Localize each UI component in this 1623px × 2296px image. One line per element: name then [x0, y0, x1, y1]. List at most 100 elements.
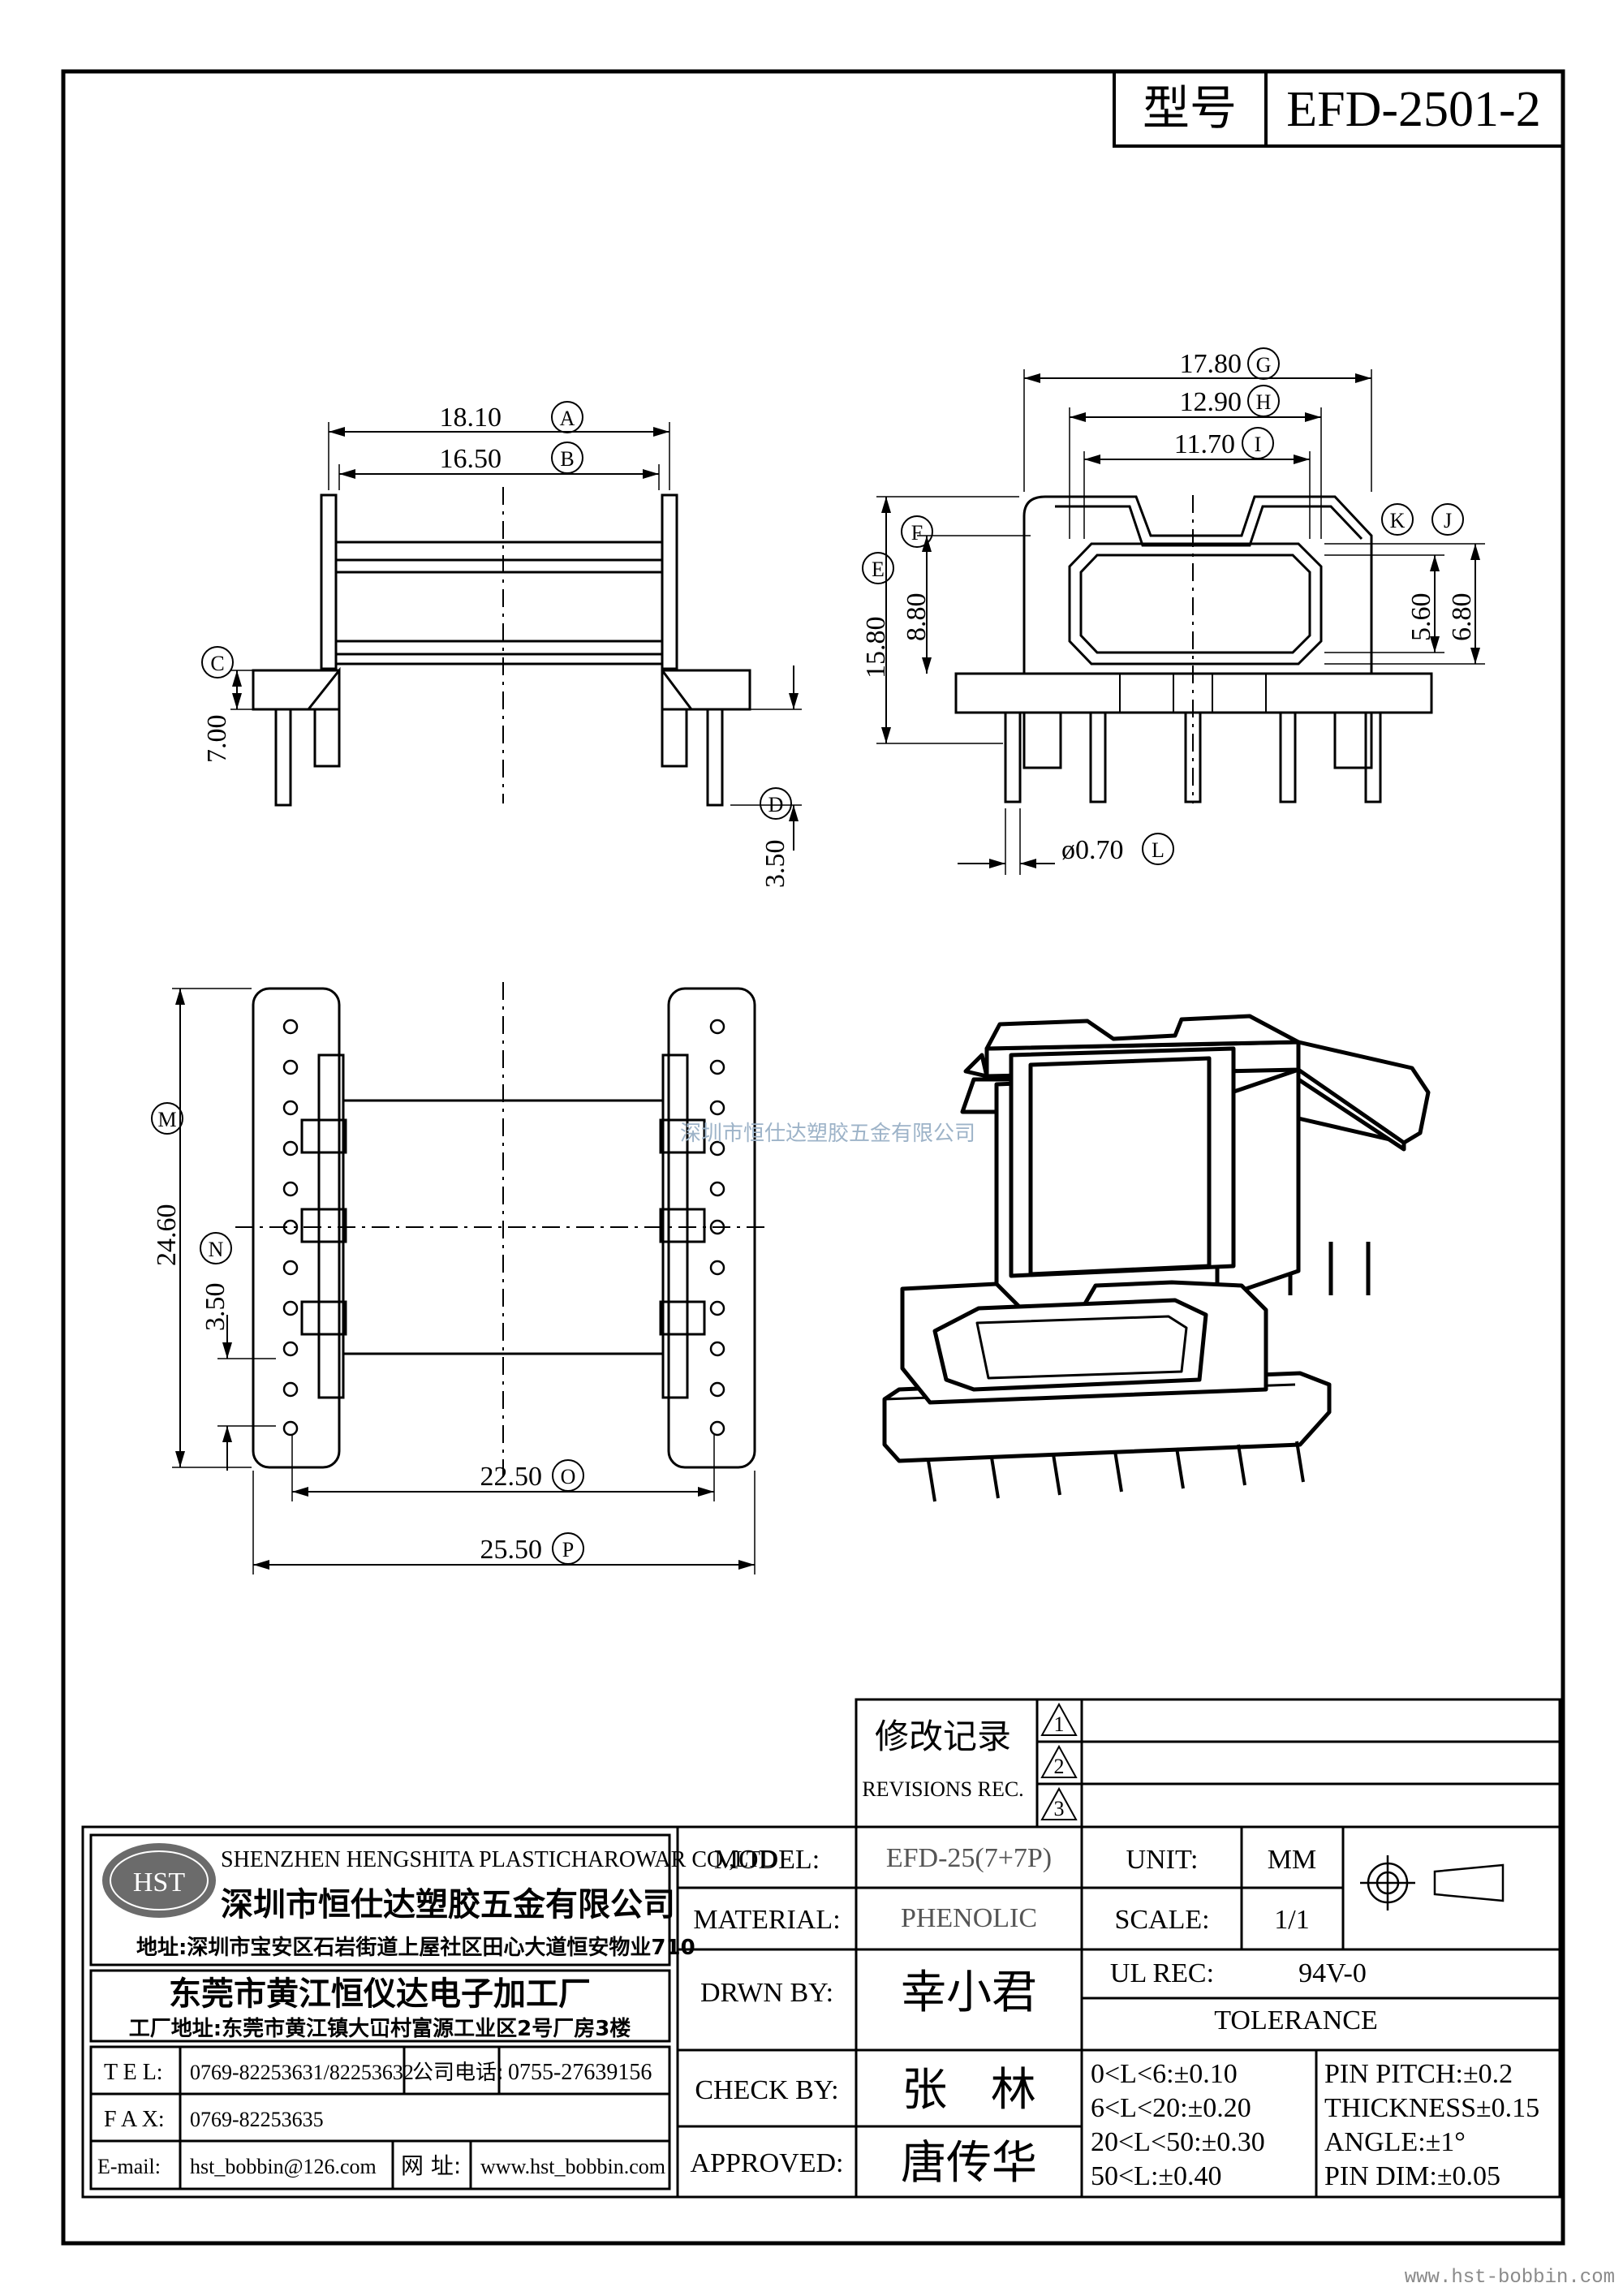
dim-e-letter: E [872, 558, 885, 581]
office-phone-value: 0755-27639156 [508, 2060, 652, 2085]
factory-address: 工厂地址:东莞市黄江镇大冚村富源工业区2号厂房3楼 [129, 2016, 631, 2041]
dim-f-letter: F [911, 521, 923, 545]
logo-text: HST [133, 1867, 185, 1898]
front-view [230, 422, 802, 851]
dim-i-marker [1242, 427, 1274, 459]
top-view [172, 982, 771, 1574]
dim-p-marker [552, 1532, 584, 1565]
dim-n-marker [200, 1232, 232, 1264]
dim-b-letter: B [560, 447, 574, 471]
dim-k-marker [1381, 503, 1414, 536]
ul-rec-value: 94V-0 [1298, 1958, 1367, 1988]
dim-l-marker [1142, 833, 1174, 865]
dim-j-marker [1431, 503, 1464, 536]
website-value: www.hst_bobbin.com [480, 2155, 665, 2178]
dim-o-letter: O [561, 1465, 576, 1488]
dim-j-letter: J [1444, 509, 1452, 532]
dim-c-value: 7.00 [202, 715, 232, 764]
title-block-grid [81, 1825, 1561, 2199]
dim-f-value: 8.80 [902, 593, 932, 642]
revisions-subtitle: REVISIONS REC. [862, 1777, 1023, 1801]
dim-o-marker [552, 1459, 584, 1492]
dim-b-value: 16.50 [440, 444, 502, 474]
dim-h-marker [1247, 385, 1280, 417]
dim-l-value: ø0.70 [1061, 835, 1124, 865]
dim-h-letter: H [1256, 390, 1272, 414]
dim-k-letter: K [1390, 509, 1406, 532]
model-code: EFD-2501-2 [1286, 82, 1540, 137]
front-view-dims: 18.10 A 16.50 B C 7.00 D 3.50 [201, 401, 792, 889]
dim-g-letter: G [1256, 353, 1272, 377]
dim-l-letter: L [1152, 838, 1165, 862]
dim-o-value: 22.50 [480, 1462, 543, 1492]
dim-c-letter: C [210, 652, 224, 675]
unit-value: MM [1268, 1845, 1316, 1875]
website-label: 网 址: [401, 2152, 461, 2179]
check-by-label: CHECK BY: [695, 2075, 838, 2105]
spec-pin-dim: PIN DIM:±0.05 [1324, 2161, 1500, 2191]
dim-a-value: 18.10 [440, 403, 502, 433]
top-view-dims: M 24.60 N 3.50 22.50 O 25.50 P [151, 1102, 584, 1565]
dim-j-value: 6.80 [1447, 593, 1477, 642]
tolerance-row-2: 6<L<20:±0.20 [1091, 2093, 1251, 2123]
model-field-label: MODEL: [714, 1845, 820, 1875]
model-label: 型号 [1143, 80, 1237, 136]
email-label: E-mail: [97, 2155, 161, 2178]
factory-name: 东莞市黄江恒仪达电子加工厂 [169, 1975, 591, 2013]
dim-n-letter: N [209, 1238, 224, 1261]
sheet-border [61, 69, 1565, 2246]
model-number-box: 型号 EFD-2501-2 [1113, 70, 1565, 148]
office-phone-label: 公司电话: [412, 2061, 504, 2085]
email-value: hst_bobbin@126.com [190, 2155, 377, 2178]
drawn-by-value: 幸小君 [901, 1966, 1037, 2019]
tel-label: T E L: [104, 2060, 163, 2085]
tolerance-row-1: 0<L<6:±0.10 [1091, 2059, 1238, 2089]
revision-mark-2: 2 [1054, 1755, 1065, 1778]
company-address: 地址:深圳市宝安区石岩街道上屋社区田心大道恒安物业710 [136, 1935, 695, 1960]
tolerance-row-3: 20<L<50:±0.30 [1091, 2127, 1265, 2157]
dim-k-value: 5.60 [1406, 593, 1436, 642]
check-by-value: 张 林 [902, 2064, 1035, 2117]
dim-f-marker [901, 515, 933, 548]
dim-c-marker [201, 646, 234, 678]
dim-p-letter: P [562, 1538, 574, 1562]
dim-n-value: 3.50 [200, 1283, 230, 1332]
revisions-text: 修改记录 REVISIONS REC. 1 2 3 [862, 1712, 1064, 1820]
dim-d-letter: D [768, 793, 784, 816]
spec-angle: ANGLE:±1° [1324, 2127, 1466, 2157]
fax-label: F A X: [104, 2107, 165, 2132]
dim-g-marker [1247, 347, 1280, 380]
dim-d-marker [760, 787, 792, 820]
company-info: SHENZHEN HENGSHITA PLASTICHAROWAR CO.,LT… [97, 1847, 777, 2179]
approved-label: APPROVED: [691, 2148, 844, 2178]
side-view-dims: 17.80 G 12.90 H 11.70 I E 15.80 F 8.80 K… [861, 347, 1477, 865]
company-name-cn: 深圳市恒仕达塑胶五金有限公司 [221, 1886, 675, 1923]
dim-p-value: 25.50 [480, 1535, 543, 1565]
dim-a-marker [551, 401, 583, 433]
side-view [876, 369, 1485, 875]
approved-value: 唐传华 [901, 2137, 1037, 2190]
tolerance-row-4: 50<L:±0.40 [1091, 2161, 1222, 2191]
dim-i-letter: I [1255, 433, 1262, 456]
dim-g-value: 17.80 [1180, 349, 1242, 379]
unit-label: UNIT: [1126, 1845, 1199, 1875]
watermark-text: 深圳市恒仕达塑胶五金有限公司 [680, 1122, 975, 1146]
spec-thickness: THICKNESS±0.15 [1324, 2093, 1539, 2123]
footer-url: www.hst-bobbin.com [1405, 2267, 1615, 2289]
top-view-pin-holes [282, 1019, 725, 1437]
dim-d-value: 3.50 [760, 840, 790, 889]
dim-m-value: 24.60 [152, 1204, 182, 1267]
company-logo: HST [102, 1843, 216, 1918]
revision-mark-1: 1 [1054, 1712, 1065, 1736]
revisions-title: 修改记录 [875, 1717, 1011, 1756]
company-name-en: SHENZHEN HENGSHITA PLASTICHAROWAR CO.,LT… [221, 1847, 777, 1872]
tel-value: 0769-82253631/82253632 [190, 2061, 414, 2084]
fax-value: 0769-82253635 [190, 2108, 324, 2131]
projection-symbol-icon [1360, 1855, 1505, 1910]
dim-h-value: 12.90 [1180, 387, 1242, 417]
dim-e-marker [862, 552, 894, 584]
scale-value: 1/1 [1274, 1905, 1309, 1935]
material-value: PHENOLIC [901, 1903, 1037, 1933]
isometric-view [882, 1014, 1431, 1502]
tolerance-title: TOLERANCE [1214, 2005, 1377, 2035]
